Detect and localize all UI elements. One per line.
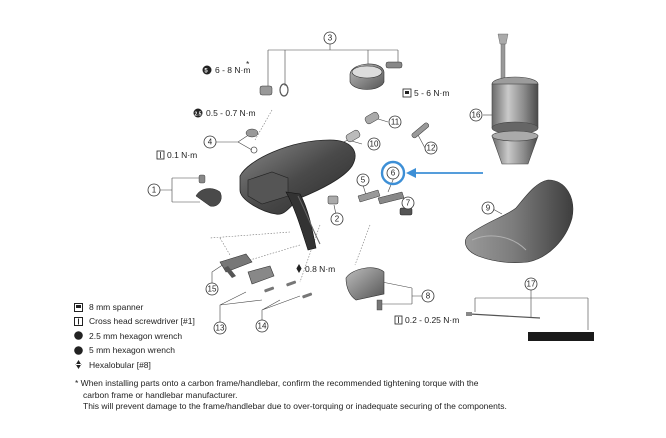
part-8-cover	[345, 267, 385, 311]
callout-17: 17	[527, 280, 536, 289]
part-4-screw	[245, 128, 259, 154]
callout-14: 14	[258, 322, 267, 331]
torque-value-14: 0.8 N·m	[305, 264, 335, 274]
legend-row-spanner: 8 mm spanner	[74, 300, 195, 314]
callout-10: 10	[370, 140, 379, 149]
part-10-bolt	[345, 129, 361, 143]
footnote-line-3: This will prevent damage to the frame/ha…	[83, 401, 507, 411]
legend-screwdriver-label: Cross head screwdriver [#1]	[89, 316, 195, 327]
hexalobular-icon	[74, 360, 83, 370]
hex-wrench-2.5mm-icon	[193, 108, 203, 118]
part-2-spring	[327, 195, 339, 205]
callout-13: 13	[216, 324, 225, 333]
part-17-cable	[466, 312, 594, 341]
callout-16: 16	[472, 111, 481, 120]
tool-legend: 8 mm spanner Cross head screwdriver [#1]…	[74, 300, 195, 372]
spanner-icon	[402, 88, 412, 98]
legend-row-screwdriver: Cross head screwdriver [#1]	[74, 314, 195, 328]
part-9-hood	[465, 179, 574, 264]
footnote: * When installing parts onto a carbon fr…	[75, 378, 635, 413]
callout-2: 2	[335, 215, 340, 224]
part-13-bracket	[247, 265, 275, 285]
torque-label-14: 0.8 N·m	[296, 264, 335, 274]
highlight-arrow	[380, 160, 483, 186]
legend-hex5-label: 5 mm hexagon wrench	[89, 345, 175, 356]
torque-label-11: 5 - 6 N·m	[402, 88, 449, 98]
part-3-clamp-band	[259, 61, 403, 97]
hexalobular-icon	[296, 264, 302, 273]
callout-9: 9	[486, 204, 491, 213]
torque-value-3: 6 - 8 N·m	[215, 65, 250, 75]
screwdriver-icon	[74, 317, 83, 327]
part-1-lever-tip	[195, 174, 222, 207]
spanner-icon	[74, 302, 83, 312]
torque-label-1: 0.1 N·m	[156, 150, 197, 160]
part-11-bolt	[364, 111, 380, 125]
legend-spanner-label: 8 mm spanner	[89, 302, 144, 312]
footnote-line-1: * When installing parts onto a carbon fr…	[75, 378, 479, 388]
part-12-pin	[411, 122, 430, 139]
callout-labels: 1 2 3 4 5 6 7 8 9 10 11 12 13 14 15 16 1…	[152, 34, 536, 333]
svg-text:5: 5	[204, 69, 208, 75]
torque-label-3: 5 6 - 8 N·m *	[202, 59, 250, 75]
part-6-plate	[377, 191, 405, 205]
callout-3: 3	[328, 34, 333, 43]
part-5-plate	[357, 189, 381, 203]
main-lever-body	[239, 139, 356, 251]
callout-7: 7	[406, 199, 411, 208]
hex-wrench-5mm-icon	[74, 346, 83, 355]
callout-5: 5	[361, 176, 366, 185]
callout-1: 1	[152, 186, 157, 195]
callout-11: 11	[391, 118, 400, 127]
legend-row-hex25: 2.5 mm hexagon wrench	[74, 329, 195, 343]
callout-circles	[147, 31, 538, 335]
screwdriver-icon	[156, 150, 165, 160]
svg-text:2.5: 2.5	[195, 112, 202, 118]
part-14-screws	[264, 280, 313, 299]
callout-8: 8	[426, 292, 431, 301]
legend-row-hex5: 5 mm hexagon wrench	[74, 343, 195, 357]
part-15-bracket	[219, 253, 253, 278]
hex-wrench-5mm-icon	[202, 65, 212, 75]
torque-mark-3: *	[246, 59, 250, 69]
callout-15: 15	[208, 285, 217, 294]
part-16-install-tool	[491, 33, 539, 165]
hex-wrench-2.5mm-icon	[74, 331, 83, 341]
callout-4: 4	[208, 138, 213, 147]
torque-value-8: 0.2 - 0.25 N·m	[405, 315, 459, 325]
screwdriver-icon-2	[394, 315, 403, 325]
torque-value-11: 5 - 6 N·m	[414, 88, 449, 98]
footnote-line-2: carbon frame or handlebar manufacturer.	[83, 389, 238, 400]
torque-value-4: 0.5 - 0.7 N·m	[206, 108, 256, 118]
legend-row-hexalobular: Hexalobular [#8]	[74, 358, 195, 372]
legend-hex25-label: 2.5 mm hexagon wrench	[89, 330, 183, 341]
callout-12: 12	[427, 144, 436, 153]
legend-hexalobular-label: Hexalobular [#8]	[89, 359, 151, 370]
torque-label-4: 2.5 0.5 - 0.7 N·m	[193, 108, 256, 118]
torque-value-1: 0.1 N·m	[167, 150, 197, 160]
torque-label-8: 0.2 - 0.25 N·m	[394, 315, 459, 325]
callout-6: 6	[391, 169, 396, 178]
